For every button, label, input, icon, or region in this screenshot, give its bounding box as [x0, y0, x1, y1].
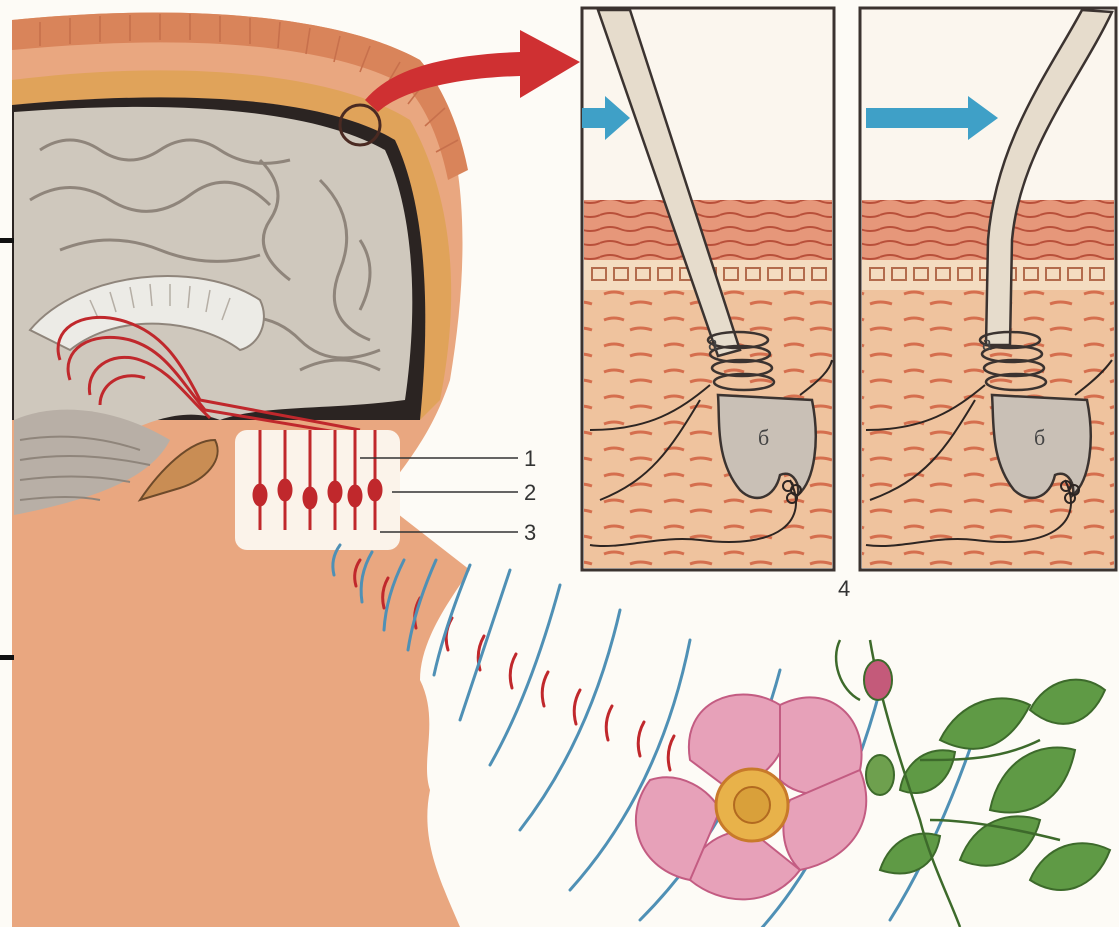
- label-3: 3: [524, 520, 536, 545]
- left-inset-hair-root-label: б: [758, 425, 769, 450]
- edge-marker-bottom: [0, 655, 14, 660]
- inset-panel-left: а б: [582, 8, 834, 570]
- right-inset-nerve-ending-label: а: [982, 330, 992, 355]
- right-inset-hair-root-label: б: [1034, 425, 1045, 450]
- label-2: 2: [524, 480, 536, 505]
- inset-panel-right: а б: [860, 8, 1116, 570]
- edge-marker-top: [0, 238, 14, 243]
- label-1: 1: [524, 446, 536, 471]
- rose-plant: [636, 640, 1110, 927]
- left-inset-nerve-ending-label: а: [708, 330, 718, 355]
- label-4: 4: [838, 576, 850, 601]
- head: [12, 13, 470, 927]
